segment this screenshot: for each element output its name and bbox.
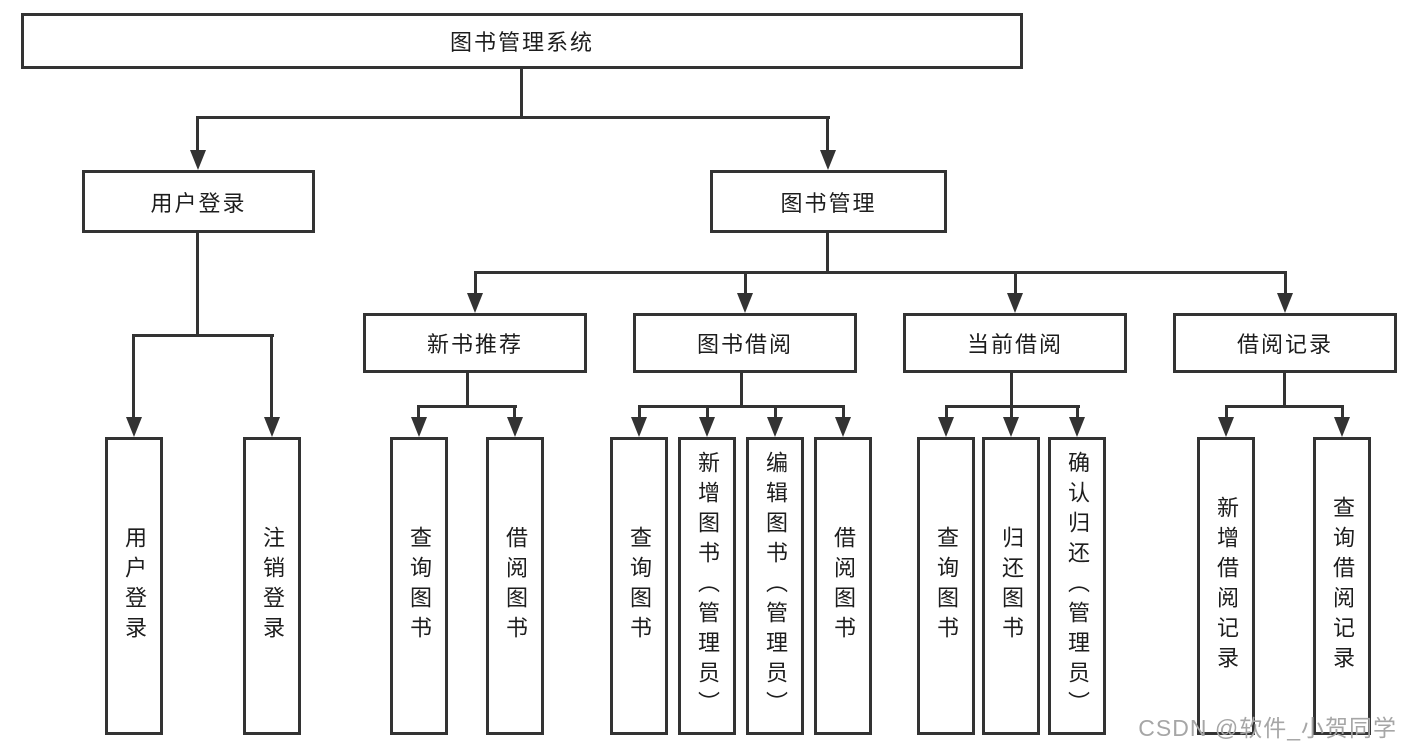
connector-root-stub-right	[826, 116, 829, 152]
leaf-confirm-return-admin: 确认归还（管理员）	[1048, 437, 1106, 735]
connector-current-stub-1	[945, 405, 948, 419]
connector-bookmgmt-stub-4	[1284, 271, 1287, 295]
node-label: 图书借阅	[696, 332, 793, 357]
leaf-query-books-recommend: 查询图书	[390, 437, 448, 735]
connector-current-trunk	[1010, 373, 1013, 406]
leaf-return-books: 归还图书	[982, 437, 1040, 735]
connector-bookmgmt-split	[474, 271, 1286, 274]
connector-root-stub-left	[196, 116, 199, 152]
connector-newbook-stub-1	[417, 405, 420, 419]
leaf-add-borrow-record: 新增借阅记录	[1197, 437, 1255, 735]
leaf-label: 确认归还（管理员）	[1065, 451, 1090, 721]
connector-borrow-trunk	[740, 373, 743, 406]
leaf-edit-books-admin: 编辑图书（管理员）	[746, 437, 804, 735]
arrow-down-icon	[820, 150, 836, 170]
connector-borrow-split	[638, 405, 845, 408]
connector-root-trunk	[520, 69, 523, 117]
leaf-label: 借阅图书	[831, 526, 856, 646]
leaf-logout: 注销登录	[243, 437, 301, 735]
leaf-query-borrow-record: 查询借阅记录	[1313, 437, 1371, 735]
connector-userlogin-split	[132, 334, 274, 337]
connector-borrow-stub-2	[706, 405, 709, 419]
leaf-borrow-books-recommend: 借阅图书	[486, 437, 544, 735]
connector-borrow-stub-4	[842, 405, 845, 419]
connector-records-stub-2	[1341, 405, 1344, 419]
csdn-watermark: CSDN @软件_小贺同学	[1138, 715, 1397, 741]
leaf-label: 查询借阅记录	[1330, 496, 1355, 676]
arrow-down-icon	[1069, 417, 1085, 437]
connector-records-split	[1225, 405, 1344, 408]
arrow-down-icon	[767, 417, 783, 437]
connector-bookmgmt-stub-1	[474, 271, 477, 295]
node-current-borrowing: 当前借阅	[903, 313, 1127, 373]
leaf-label: 用户登录	[122, 526, 147, 646]
node-label: 借阅记录	[1236, 332, 1333, 357]
connector-records-stub-1	[1225, 405, 1228, 419]
arrow-down-icon	[1007, 293, 1023, 313]
leaf-label: 注销登录	[260, 526, 285, 646]
node-book-borrowing: 图书借阅	[633, 313, 857, 373]
node-label: 图书管理	[780, 190, 877, 216]
node-new-book-recommendation: 新书推荐	[363, 313, 587, 373]
connector-bookmgmt-trunk	[826, 233, 829, 273]
leaf-label: 查询图书	[934, 526, 959, 646]
arrow-down-icon	[507, 417, 523, 437]
connector-borrow-stub-1	[638, 405, 641, 419]
connector-newbook-split	[417, 405, 517, 408]
arrow-down-icon	[835, 417, 851, 437]
arrow-down-icon	[631, 417, 647, 437]
leaf-query-books-borrow: 查询图书	[610, 437, 668, 735]
leaf-label: 借阅图书	[503, 526, 528, 646]
connector-newbook-stub-2	[513, 405, 516, 419]
connector-records-trunk	[1283, 373, 1286, 406]
node-library-management-system: 图书管理系统	[21, 13, 1023, 69]
arrow-down-icon	[264, 417, 280, 437]
arrow-down-icon	[1277, 293, 1293, 313]
node-label: 图书管理系统	[449, 30, 594, 55]
connector-userlogin-stub-2	[270, 334, 273, 419]
connector-current-stub-3	[1076, 405, 1079, 419]
arrow-down-icon	[1218, 417, 1234, 437]
arrow-down-icon	[1334, 417, 1350, 437]
node-borrowing-records: 借阅记录	[1173, 313, 1397, 373]
connector-userlogin-trunk	[196, 233, 199, 335]
connector-userlogin-stub-1	[132, 334, 135, 419]
connector-current-stub-2	[1010, 405, 1013, 419]
connector-bookmgmt-stub-2	[744, 271, 747, 295]
arrow-down-icon	[737, 293, 753, 313]
node-book-management: 图书管理	[710, 170, 947, 233]
arrow-down-icon	[190, 150, 206, 170]
arrow-down-icon	[126, 417, 142, 437]
leaf-borrow-books: 借阅图书	[814, 437, 872, 735]
connector-borrow-stub-3	[774, 405, 777, 419]
leaf-label: 新增借阅记录	[1214, 496, 1239, 676]
node-label: 用户登录	[150, 190, 247, 216]
leaf-label: 编辑图书（管理员）	[763, 451, 788, 721]
leaf-label: 归还图书	[999, 526, 1024, 646]
connector-root-split	[197, 116, 830, 119]
leaf-query-books-current: 查询图书	[917, 437, 975, 735]
leaf-add-books-admin: 新增图书（管理员）	[678, 437, 736, 735]
leaf-user-login: 用户登录	[105, 437, 163, 735]
connector-newbook-trunk	[466, 373, 469, 406]
node-label: 新书推荐	[426, 332, 523, 357]
leaf-label: 新增图书（管理员）	[695, 451, 720, 721]
connector-bookmgmt-stub-3	[1014, 271, 1017, 295]
arrow-down-icon	[699, 417, 715, 437]
leaf-label: 查询图书	[407, 526, 432, 646]
leaf-label: 查询图书	[627, 526, 652, 646]
node-user-login: 用户登录	[82, 170, 315, 233]
arrow-down-icon	[938, 417, 954, 437]
arrow-down-icon	[467, 293, 483, 313]
arrow-down-icon	[411, 417, 427, 437]
arrow-down-icon	[1003, 417, 1019, 437]
node-label: 当前借阅	[966, 332, 1063, 357]
